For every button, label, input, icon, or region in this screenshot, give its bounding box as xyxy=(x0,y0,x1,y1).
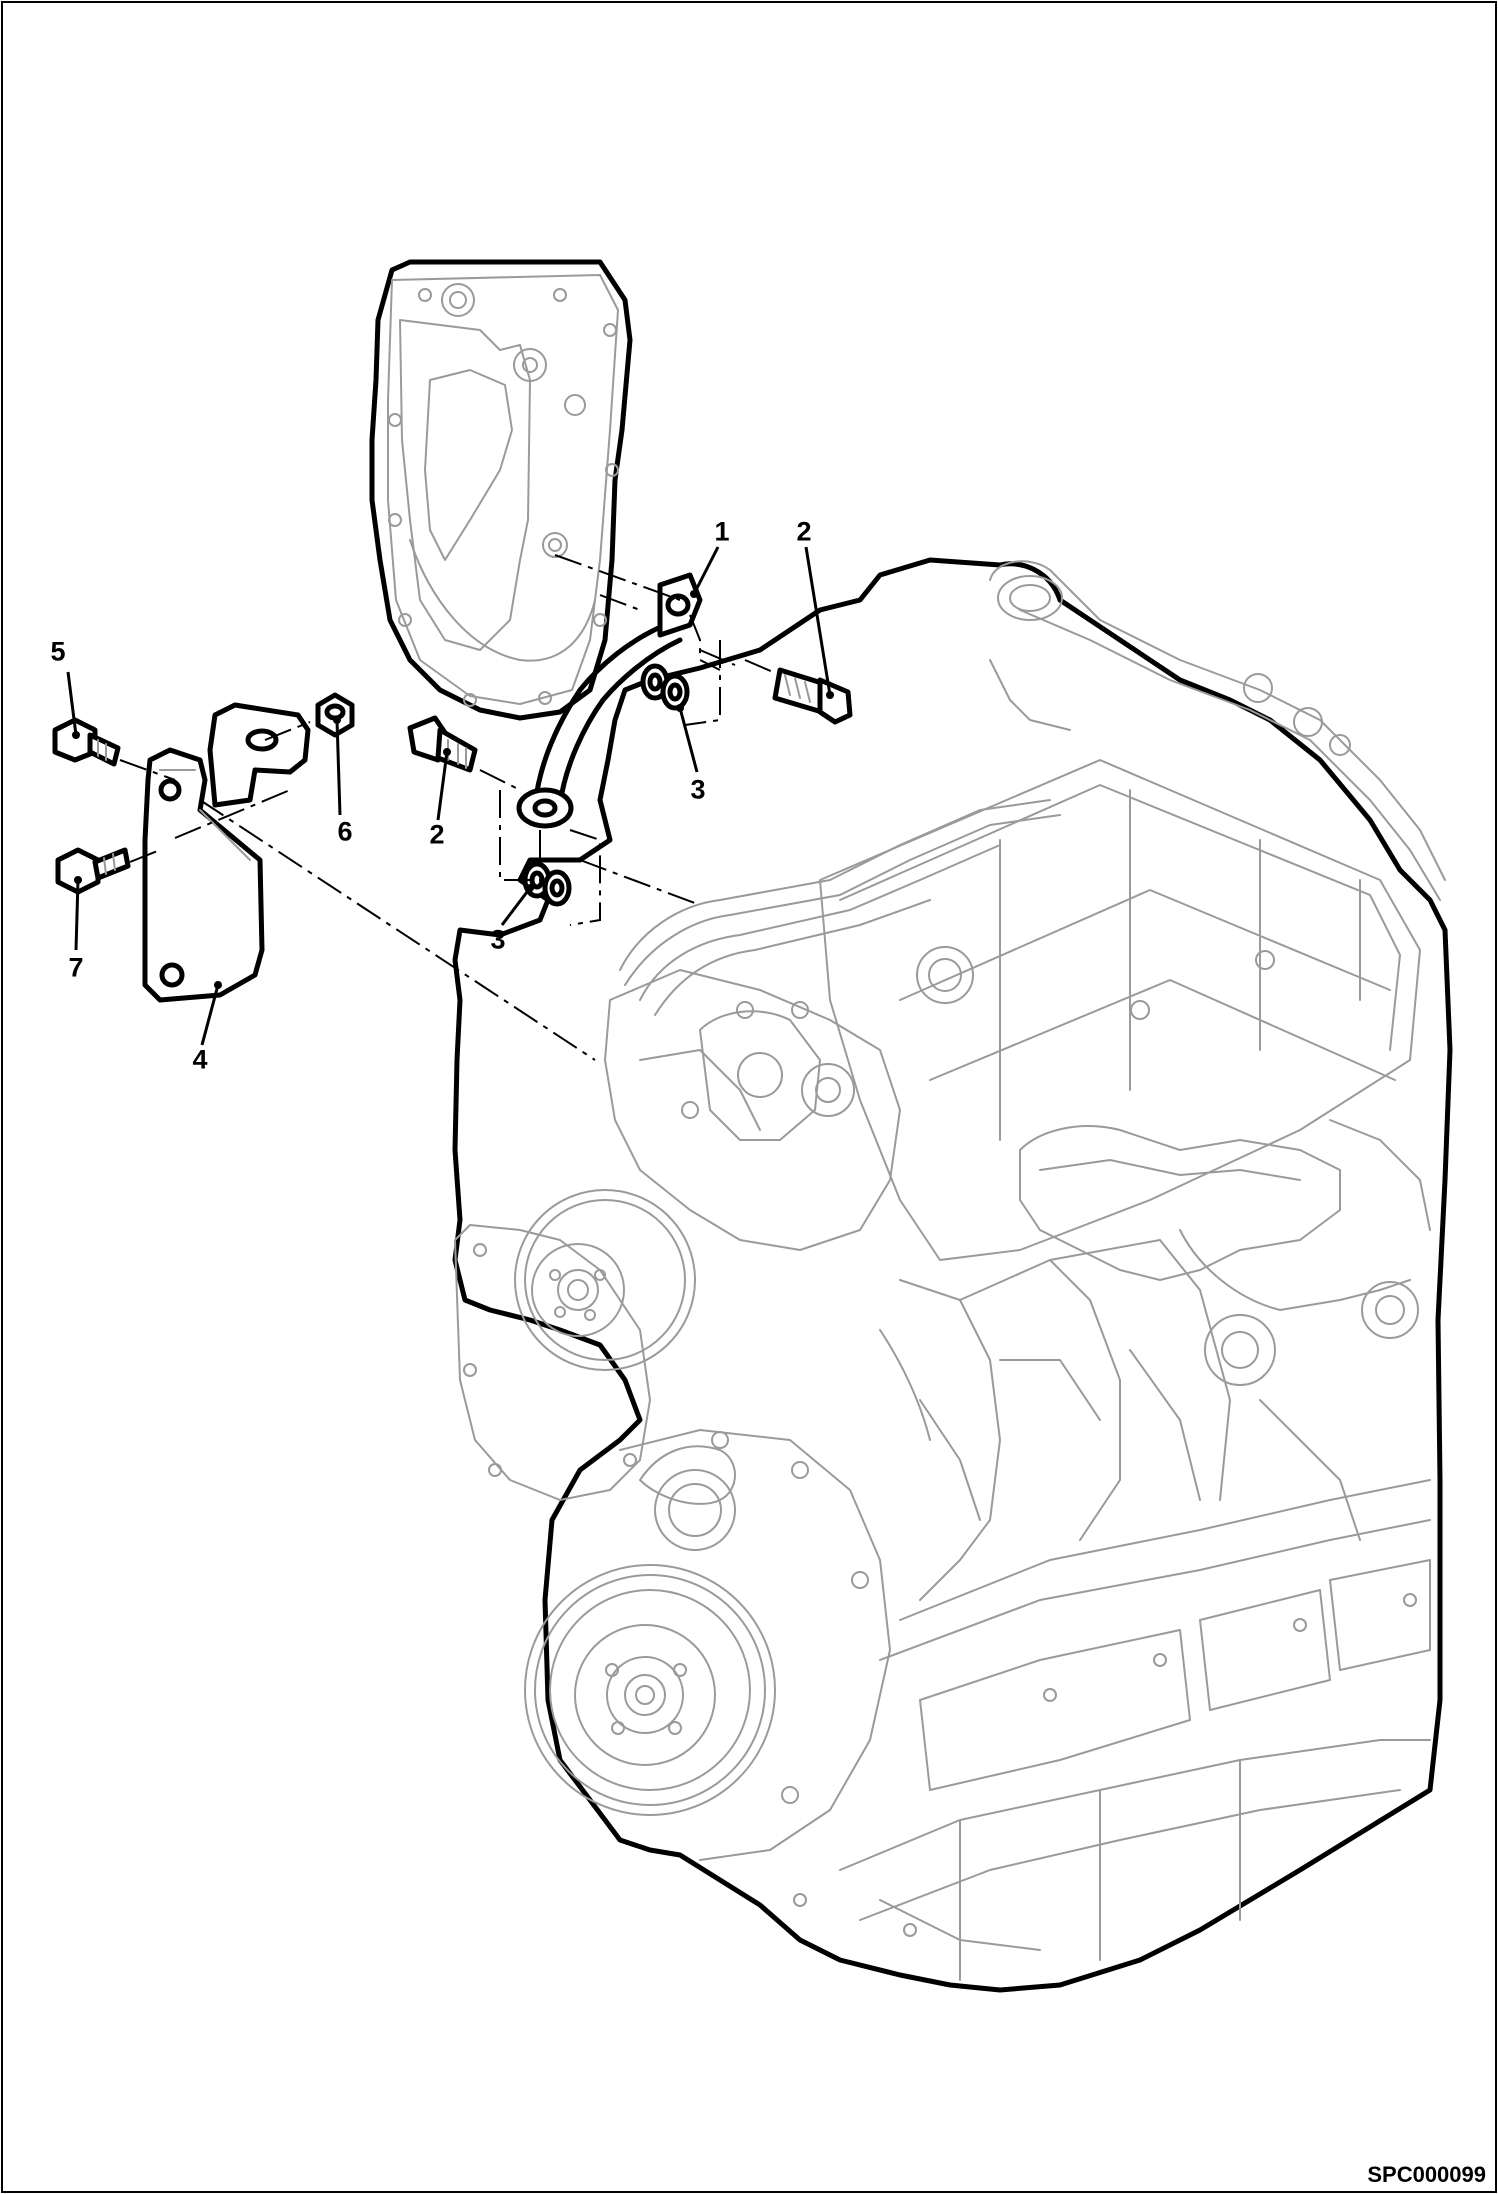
callout-6: 6 xyxy=(337,816,353,847)
flywheel-housing xyxy=(369,259,633,721)
part-2-banjo-bolt-lower xyxy=(407,715,478,773)
callout-2-lower: 2 xyxy=(429,819,445,850)
part-3-washers-upper xyxy=(640,663,690,711)
callout-3-lower: 3 xyxy=(490,924,506,955)
engine-block xyxy=(452,557,1453,1993)
part-2-banjo-bolt-upper xyxy=(772,667,853,725)
callout-3-upper: 3 xyxy=(690,774,706,805)
drawing-code: SPC000099 xyxy=(1365,2162,1488,2188)
callout-1: 1 xyxy=(714,516,730,547)
leader-lines xyxy=(66,546,834,1046)
part-5-bolt xyxy=(52,717,121,767)
part-6-nut xyxy=(315,692,355,738)
callout-5: 5 xyxy=(50,636,66,667)
callout-2-upper: 2 xyxy=(796,516,812,547)
part-7-bolt xyxy=(55,847,131,895)
assembly-centerlines xyxy=(119,554,781,1061)
part-1-fuel-pipe xyxy=(516,572,703,829)
callout-7: 7 xyxy=(68,952,84,983)
callout-4: 4 xyxy=(192,1044,208,1075)
part-4-bracket xyxy=(142,702,311,1003)
